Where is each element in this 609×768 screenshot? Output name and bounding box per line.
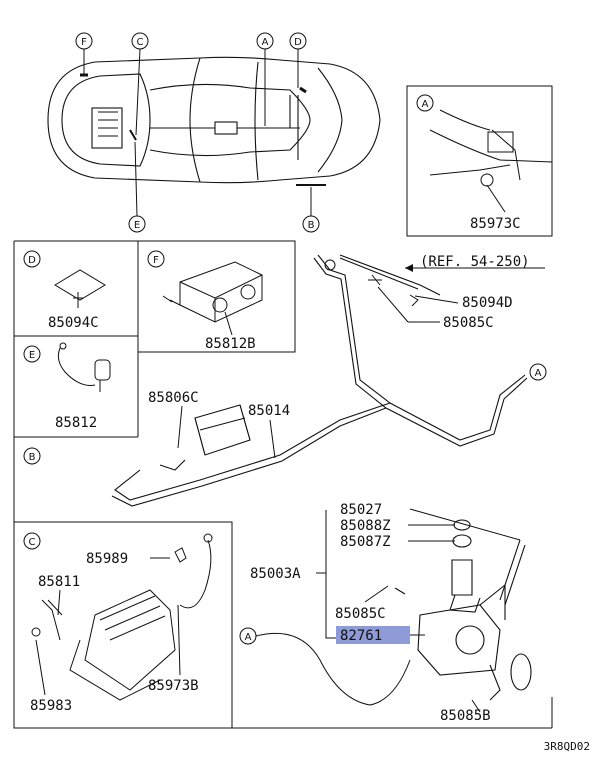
callout-F-top: F	[75, 32, 93, 75]
callout-E-top: E	[128, 141, 146, 233]
label-85087Z: 85087Z	[340, 534, 391, 550]
label-85014: 85014	[248, 403, 290, 419]
callout-C-top: C	[131, 32, 149, 136]
callout-D-top: D	[289, 32, 307, 88]
svg-text:A: A	[262, 37, 269, 48]
svg-text:F: F	[153, 255, 159, 266]
detail-C: C 85989 85811 85983 85973B	[23, 532, 213, 714]
svg-text:A: A	[535, 368, 542, 379]
label-85003A: 85003A	[250, 566, 301, 582]
label-85094C: 85094C	[48, 315, 99, 331]
detail-F: F 85812B	[147, 250, 263, 352]
svg-text:E: E	[29, 350, 35, 361]
label-85973B: 85973B	[148, 678, 199, 694]
label-85983: 85983	[30, 698, 72, 714]
car-overview	[47, 56, 381, 186]
svg-text:D: D	[28, 255, 36, 266]
detail-A-box: A 85973C	[406, 85, 553, 237]
label-85085C-mid: 85085C	[335, 606, 386, 622]
svg-text:C: C	[29, 537, 36, 548]
svg-text:E: E	[134, 220, 140, 231]
detail-E: E 85812	[23, 342, 111, 431]
label-85806C: 85806C	[148, 390, 199, 406]
label-85085C-top: 85085C	[443, 315, 494, 331]
highlight-82761	[336, 626, 410, 644]
label-85812: 85812	[55, 415, 97, 431]
label-85989: 85989	[86, 551, 128, 567]
label-85811: 85811	[38, 574, 80, 590]
detail-B: B (REF. 54-250) 85094D 85085C A	[23, 254, 547, 507]
label-85088Z: 85088Z	[340, 518, 391, 534]
frame	[13, 240, 553, 729]
label-85085B: 85085B	[440, 708, 491, 724]
svg-text:B: B	[308, 220, 315, 231]
antenna-assembly: 85027 85088Z 85087Z 85003A 85085C 82761	[239, 502, 532, 724]
label-85973C-top: 85973C	[470, 216, 521, 232]
callout-A-top: A	[256, 32, 274, 126]
label-82761: 82761	[340, 628, 382, 644]
label-ref: (REF. 54-250)	[420, 254, 530, 270]
svg-text:B: B	[29, 452, 36, 463]
svg-text:F: F	[81, 37, 87, 48]
svg-text:C: C	[137, 37, 144, 48]
label-85027: 85027	[340, 502, 382, 518]
diagram-code: 3R8QD02	[544, 740, 590, 753]
svg-text:A: A	[245, 632, 252, 643]
svg-text:D: D	[294, 37, 302, 48]
callout-B-top: B	[302, 187, 320, 233]
detail-D: D 85094C	[23, 250, 106, 331]
label-85812B: 85812B	[205, 336, 256, 352]
label-85094D: 85094D	[462, 295, 513, 311]
svg-text:A: A	[422, 99, 429, 110]
